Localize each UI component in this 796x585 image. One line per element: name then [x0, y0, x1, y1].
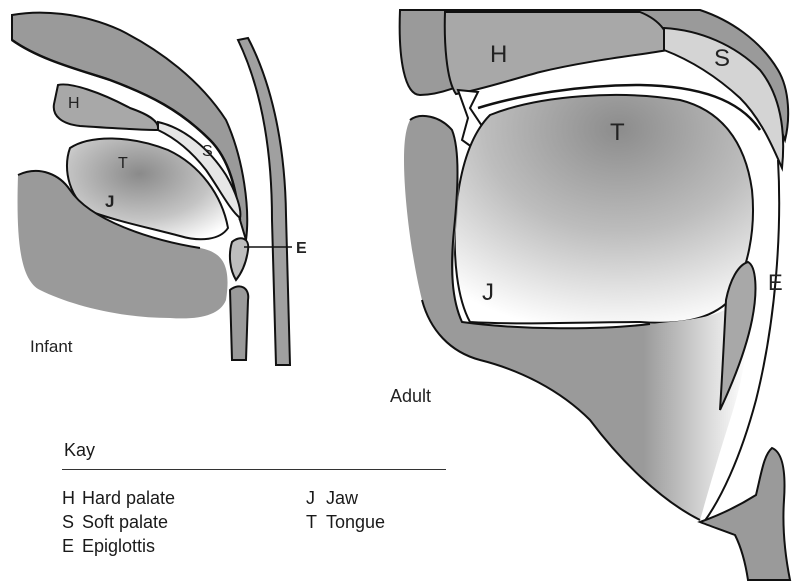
legend-text: Epiglottis — [82, 536, 155, 556]
legend-text: Tongue — [326, 512, 385, 532]
legend-text: Hard palate — [82, 488, 175, 508]
legend-letter: E — [62, 536, 82, 557]
legend-text: Soft palate — [82, 512, 168, 532]
adult-label-j: J — [482, 279, 494, 306]
legend-letter: T — [306, 512, 326, 533]
adult-label-t: T — [610, 119, 625, 146]
legend-text: Jaw — [326, 488, 358, 508]
infant-label-s: S — [202, 143, 213, 160]
infant-label-e: E — [296, 240, 307, 257]
adult-hard-palate — [445, 12, 669, 94]
infant-larynx — [230, 286, 248, 360]
adult-caption: Adult — [390, 386, 431, 406]
infant-diagram: H S T J E Infant — [12, 13, 307, 365]
infant-label-j: J — [105, 192, 114, 211]
infant-epiglottis — [230, 238, 248, 280]
adult-label-h: H — [490, 41, 507, 68]
legend-title: Kay — [64, 440, 446, 461]
legend-divider — [62, 469, 446, 470]
infant-label-h: H — [68, 95, 80, 112]
infant-caption: Infant — [30, 337, 73, 356]
legend-letter: J — [306, 488, 326, 509]
adult-tongue — [455, 95, 753, 323]
adult-label-s: S — [714, 45, 730, 72]
adult-diagram: H S T J E Adult — [390, 10, 790, 580]
adult-label-e: E — [768, 270, 783, 295]
infant-label-t: T — [118, 155, 128, 172]
legend-letter: S — [62, 512, 82, 533]
legend-letter: H — [62, 488, 82, 509]
